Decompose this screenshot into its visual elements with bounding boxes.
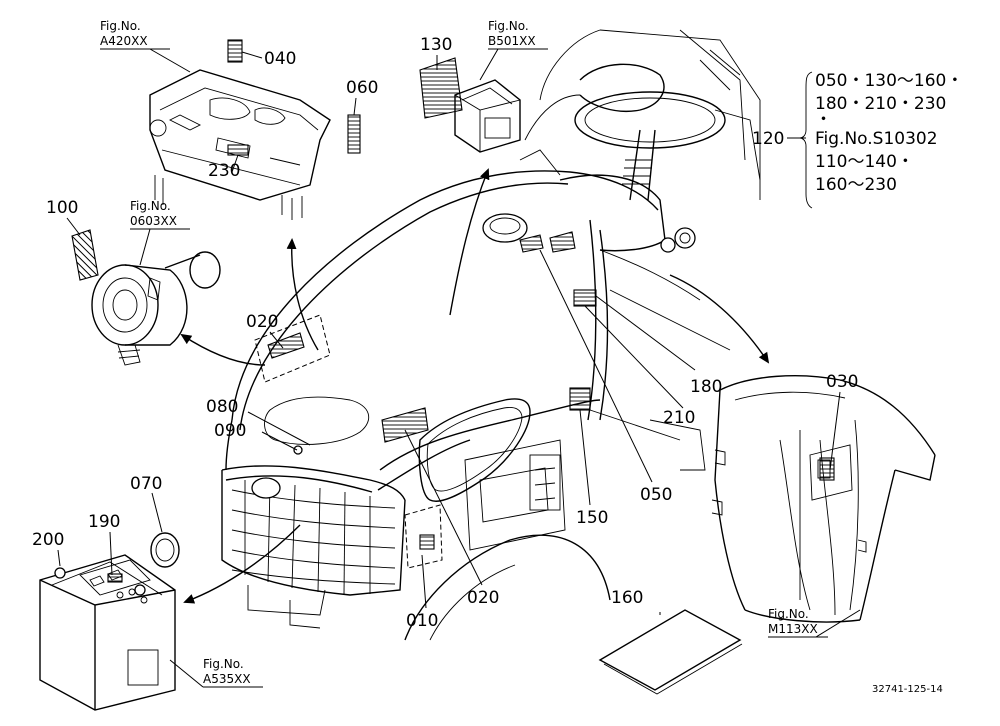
note120-line2: 180・210・230: [815, 94, 946, 114]
emblem-070: [150, 532, 180, 568]
fig-label-b501: Fig.No.: [488, 19, 529, 33]
label-090: 090: [214, 421, 246, 441]
decal-180: [573, 289, 597, 307]
label-010: 010: [406, 611, 438, 631]
decal-100: [71, 229, 99, 281]
arrow-to-b501: [449, 168, 490, 316]
fig-code-a420: A420XX: [100, 34, 148, 48]
fig-code-m113: M113XX: [768, 622, 818, 636]
fig-label-m113: Fig.No.: [768, 607, 809, 621]
decal-090: [293, 445, 303, 455]
note120-line1: 050・130～160・: [815, 71, 963, 91]
steering-cab: [519, 29, 761, 253]
note120-line6: 160～230: [815, 175, 897, 195]
label-020a: 020: [246, 312, 278, 332]
decals: [71, 39, 835, 583]
decal-010: [419, 534, 435, 550]
decal-150: [569, 387, 591, 411]
curved-arrows: [180, 168, 770, 604]
note-120: 050・130～160・ 180・210・230 ・ Fig.No.S10302…: [799, 71, 963, 209]
decal-050a: [519, 234, 544, 253]
arrow-to-0603: [180, 333, 266, 366]
note120-line3: ・: [815, 110, 832, 130]
note120-line5: 110～140・: [815, 152, 914, 172]
part-labels: 040 060 130 230 100 020 080 090 070 190 …: [32, 35, 858, 631]
label-230: 230: [208, 161, 240, 181]
label-180: 180: [690, 377, 722, 397]
drawing-code: 32741-125-14: [872, 684, 943, 695]
note120-line4: Fig.No.S10302: [815, 129, 938, 149]
label-160: 160: [611, 588, 643, 608]
leader-lines: [57, 51, 841, 615]
shroud-m113: [711, 375, 936, 623]
decal-130: [419, 57, 463, 119]
fig-code-a535: A535XX: [203, 672, 251, 686]
decal-020b: [381, 407, 429, 443]
label-130: 130: [420, 35, 452, 55]
label-190: 190: [88, 512, 120, 532]
label-150: 150: [576, 508, 608, 528]
decal-050b: [549, 231, 576, 253]
label-210: 210: [663, 408, 695, 428]
label-050: 050: [640, 485, 672, 505]
panel-a420: [149, 69, 331, 220]
fig-code-0603: 0603XX: [130, 214, 177, 228]
label-070: 070: [130, 474, 162, 494]
label-020b: 020: [467, 588, 499, 608]
arrow-to-a535: [183, 524, 301, 604]
battery-a535: [39, 554, 176, 711]
decal-040: [227, 39, 243, 63]
air-cleaner-0603: [91, 251, 221, 366]
decal-190: [107, 573, 123, 583]
label-060: 060: [346, 78, 378, 98]
label-080: 080: [206, 397, 238, 417]
fig-label-0603: Fig.No.: [130, 199, 171, 213]
decal-230: [227, 144, 249, 156]
fuse-box-b501: [454, 79, 521, 153]
arrow-to-m113: [669, 274, 770, 364]
manual-160: [598, 609, 743, 695]
hood-assembly: [221, 170, 731, 641]
fig-label-a535: Fig.No.: [203, 657, 244, 671]
fig-code-b501: B501XX: [488, 34, 536, 48]
decal-020a: [267, 332, 305, 359]
fig-label-a420: Fig.No.: [100, 19, 141, 33]
label-200: 200: [32, 530, 64, 550]
decal-030: [819, 457, 835, 481]
label-040: 040: [264, 49, 296, 69]
decal-060: [347, 114, 361, 154]
figure-refs: Fig.No. A420XX Fig.No. B501XX Fig.No. 06…: [100, 19, 861, 688]
label-100: 100: [46, 198, 78, 218]
label-120: 120: [752, 129, 784, 149]
arrow-to-a420: [286, 238, 319, 351]
label-030: 030: [826, 372, 858, 392]
